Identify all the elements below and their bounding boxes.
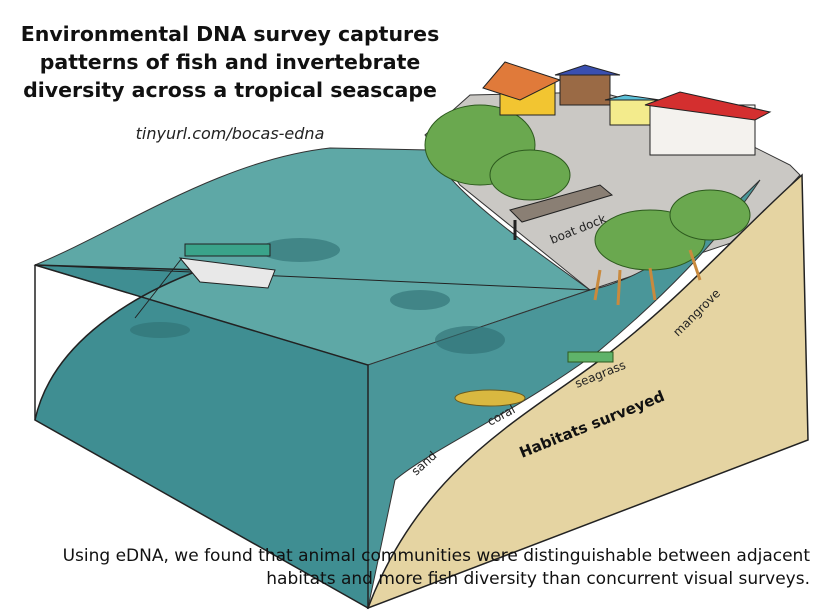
- coral-icon: [454, 389, 526, 407]
- boat: [134, 243, 276, 319]
- mangrove-trees: [424, 104, 751, 306]
- boat-dock: [509, 184, 614, 240]
- seagrass-icon: [567, 351, 614, 363]
- houses: [482, 61, 772, 156]
- figure-caption: Using eDNA, we found that animal communi…: [62, 546, 810, 589]
- figure-title: Environmental DNA survey captures patter…: [20, 22, 440, 102]
- figure-link[interactable]: tinyurl.com/bocas-edna: [135, 124, 325, 143]
- fish-school: [130, 238, 505, 354]
